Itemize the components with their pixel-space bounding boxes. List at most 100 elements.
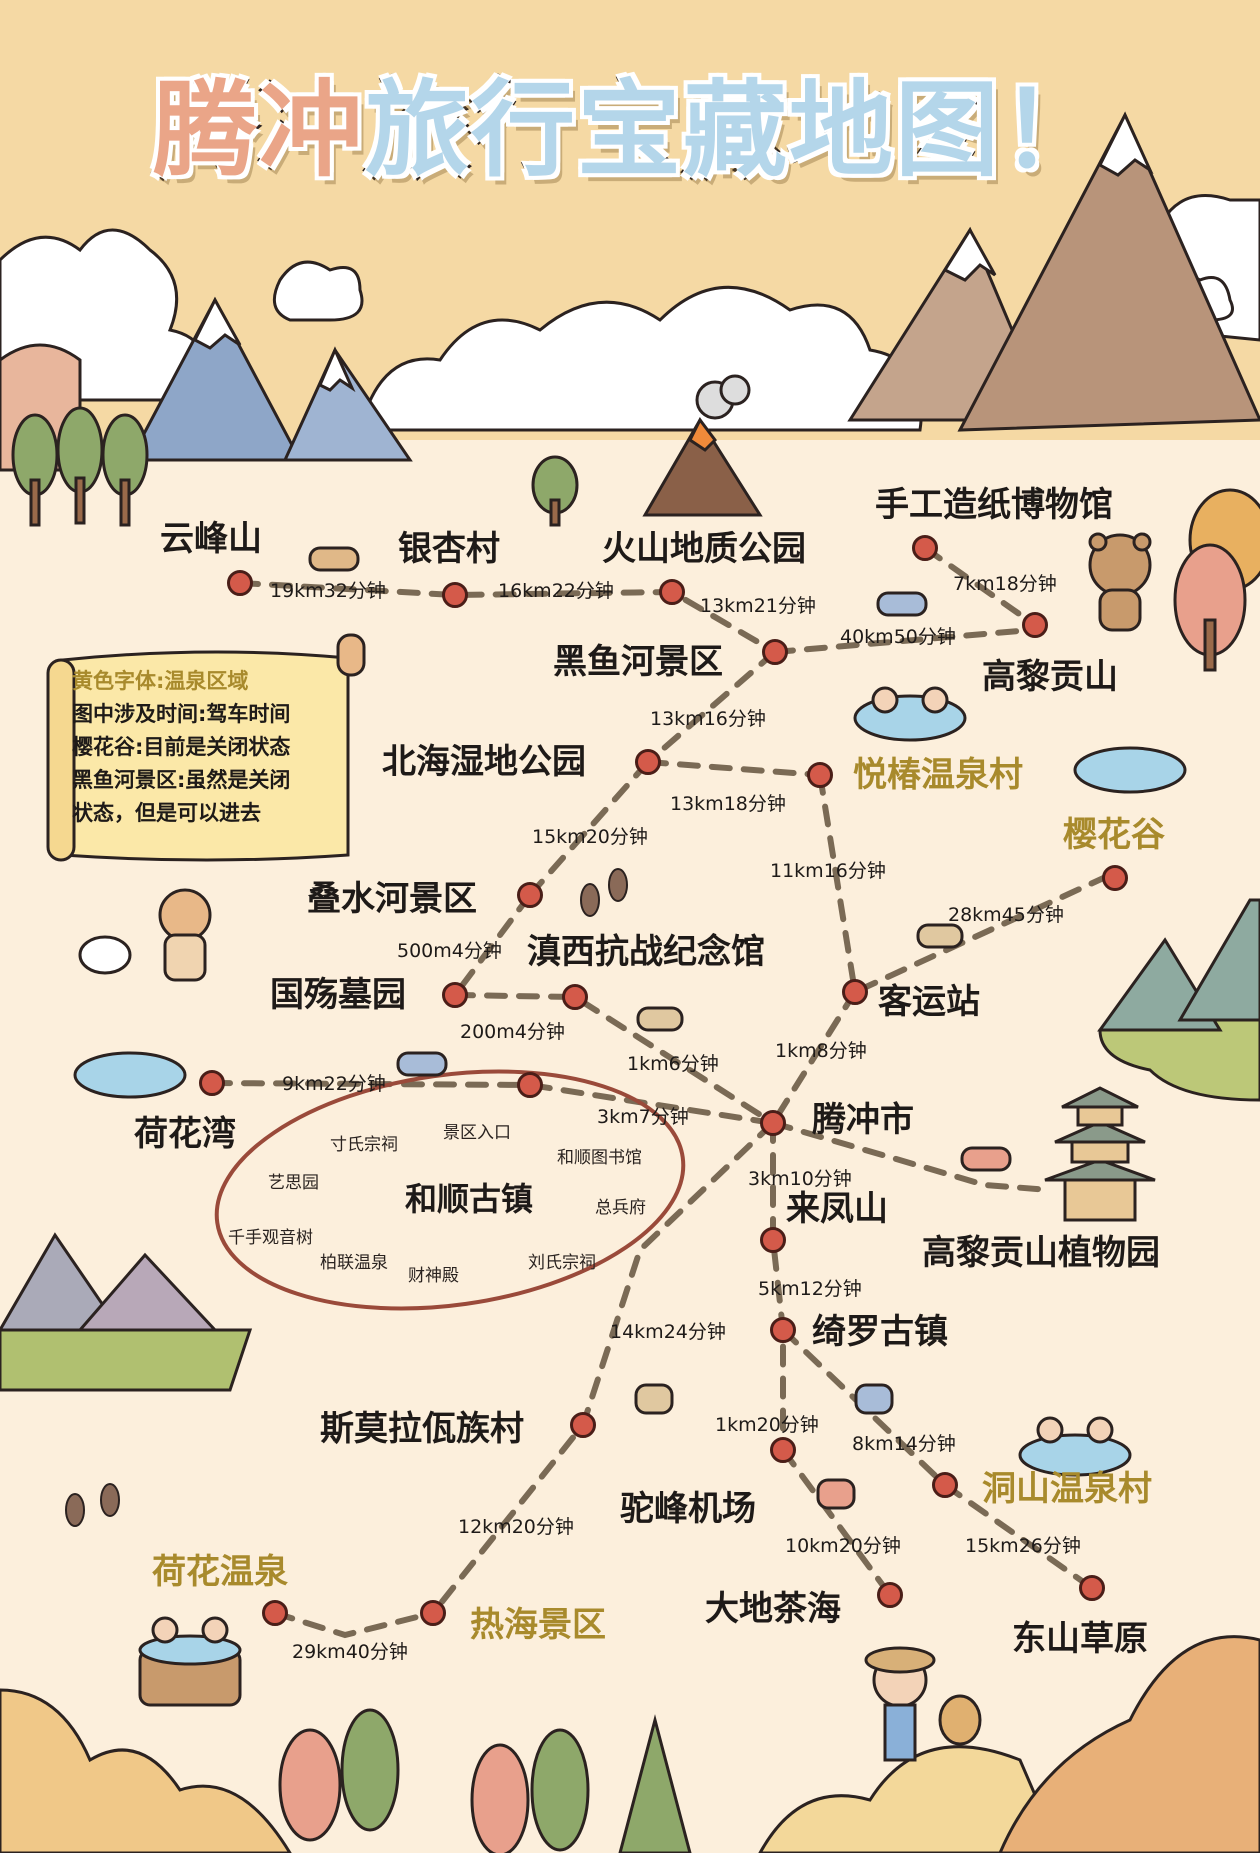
pin-heiyu[interactable] (762, 639, 788, 665)
heshun-stop: 寸氏宗祠 (330, 1135, 398, 1155)
legend-line-heiyu: 黑鱼河景区:虽然是关闭 (72, 768, 291, 792)
clouds (0, 194, 1260, 432)
heshun-stop: 和顺图书馆 (557, 1148, 642, 1168)
pin-tuofeng[interactable] (770, 1437, 796, 1463)
pin-tengchong[interactable] (760, 1110, 786, 1136)
heshun-stop: 千手观音树 (228, 1228, 313, 1248)
pin-yinghua[interactable] (1102, 865, 1128, 891)
label-huoshan: 火山地质公园 (602, 529, 806, 569)
pin-heshun[interactable] (517, 1072, 543, 1098)
heshun-stop: 财神殿 (408, 1266, 459, 1286)
label-dongshan-hs: 洞山温泉村 (982, 1469, 1152, 1509)
volcano-icon (642, 374, 763, 517)
label-zhiwuyuan: 高黎贡山植物园 (922, 1233, 1160, 1273)
mountains-bottom-left (0, 1232, 253, 1392)
route-label: 8km14分钟 (852, 1433, 956, 1455)
pin-keyun[interactable] (842, 979, 868, 1005)
legend-box: 黄色字体:温泉区域 图中涉及时间:驾车时间 樱花谷:目前是关闭状态 黑鱼河景区:… (72, 665, 372, 830)
route-label: 16km22分钟 (498, 580, 614, 602)
label-dongshan-grass: 东山草原 (1012, 1619, 1148, 1659)
label-guoshang: 国殇墓园 (270, 975, 406, 1015)
pin-dianxi[interactable] (562, 984, 588, 1010)
route-lines (209, 545, 1113, 1639)
route-label: 15km20分钟 (532, 826, 648, 848)
pin-dadi[interactable] (877, 1582, 903, 1608)
label-shougong: 手工造纸博物馆 (875, 485, 1113, 525)
route-label: 1km8分钟 (775, 1040, 867, 1062)
trees-right (1173, 488, 1260, 672)
heshun-stop: 总兵府 (595, 1198, 646, 1218)
label-laifeng: 来凤山 (786, 1189, 888, 1229)
label-tuofeng: 驼峰机场 (620, 1489, 756, 1529)
legend-line-time: 图中涉及时间:驾车时间 (72, 702, 291, 726)
route-label: 11km16分钟 (770, 860, 886, 882)
label-hehua-hs: 荷花温泉 (152, 1552, 288, 1592)
route-label: 12km20分钟 (458, 1516, 574, 1538)
pin-yunfeng[interactable] (227, 570, 253, 596)
mountain-right-mid (1097, 898, 1260, 1102)
pin-hehuawan[interactable] (199, 1070, 225, 1096)
route-label: 5km12分钟 (758, 1278, 862, 1300)
pin-laifeng[interactable] (760, 1227, 786, 1253)
pin-qiluo[interactable] (770, 1317, 796, 1343)
mountains-right (847, 111, 1260, 432)
pin-hehua-hs[interactable] (262, 1600, 288, 1626)
bear-icon (1088, 532, 1152, 632)
title-part1: 腾冲 (150, 68, 365, 193)
pin-rehai[interactable] (420, 1600, 446, 1626)
pin-guoshang[interactable] (442, 982, 468, 1008)
route-label: 13km16分钟 (650, 708, 766, 730)
pin-simola[interactable] (570, 1412, 596, 1438)
label-beihai: 北海湿地公园 (382, 742, 586, 782)
heshun-stop: 刘氏宗祠 (528, 1253, 596, 1273)
footprints-icon (65, 868, 628, 1527)
label-hehuawan: 荷花湾 (134, 1114, 236, 1154)
route-label: 15km26分钟 (965, 1535, 1081, 1557)
pin-shougong[interactable] (912, 535, 938, 561)
route-label: 200m4分钟 (460, 1021, 565, 1043)
pin-yuechun[interactable] (807, 762, 833, 788)
route-label: 7km18分钟 (953, 573, 1057, 595)
label-rehai: 热海景区 (470, 1605, 606, 1645)
label-yinxing: 银杏村 (398, 529, 500, 569)
car-icons (308, 546, 1012, 1510)
label-yunfeng: 云峰山 (160, 519, 262, 559)
route-label: 1km6分钟 (627, 1053, 719, 1075)
pin-dongshan-grass[interactable] (1079, 1575, 1105, 1601)
label-simola: 斯莫拉佤族村 (320, 1409, 524, 1449)
route-label: 500m4分钟 (397, 940, 502, 962)
route-label: 1km20分钟 (715, 1414, 819, 1436)
pin-dongshan-hs[interactable] (932, 1472, 958, 1498)
pin-beihai[interactable] (635, 749, 661, 775)
page-title: 腾冲旅行宝藏地图！ (0, 68, 1260, 193)
legend-line-hot-spring: 黄色字体:温泉区域 (72, 669, 249, 693)
route-label: 13km21分钟 (700, 595, 816, 617)
title-part2: 旅行宝藏地图！ (362, 68, 1108, 193)
legend-scroll (46, 633, 366, 862)
pin-huoshan[interactable] (659, 579, 685, 605)
label-heiyu: 黑鱼河景区 (553, 642, 723, 682)
route-label: 10km20分钟 (785, 1535, 901, 1557)
pin-gaoligong[interactable] (1022, 612, 1048, 638)
pagoda-icon (1044, 1086, 1156, 1222)
pin-yinxing[interactable] (442, 582, 468, 608)
route-label: 14km24分钟 (610, 1321, 726, 1343)
label-yinghua: 樱花谷 (1063, 815, 1165, 855)
label-dieshui: 叠水河景区 (307, 879, 477, 919)
dog-and-bird-icons (78, 888, 212, 982)
legend-line-sakura: 樱花谷:目前是关闭状态 (72, 735, 291, 759)
label-dadi: 大地茶海 (705, 1589, 841, 1629)
explorer-icon (864, 1646, 982, 1762)
route-label: 19km32分钟 (270, 580, 386, 602)
pin-dieshui[interactable] (517, 882, 543, 908)
heshun-stop: 景区入口 (443, 1123, 511, 1143)
route-label: 29km40分钟 (292, 1641, 408, 1663)
heshun-stop: 柏联温泉 (320, 1253, 388, 1273)
hot-spring-icons (73, 686, 1187, 1707)
heshun-stop: 艺思园 (268, 1173, 319, 1193)
route-label: 3km7分钟 (597, 1106, 689, 1128)
label-gaoligong: 高黎贡山 (982, 657, 1118, 697)
bottom-foliage (0, 1635, 1260, 1853)
label-keyun: 客运站 (878, 982, 980, 1022)
route-label: 13km18分钟 (670, 793, 786, 815)
